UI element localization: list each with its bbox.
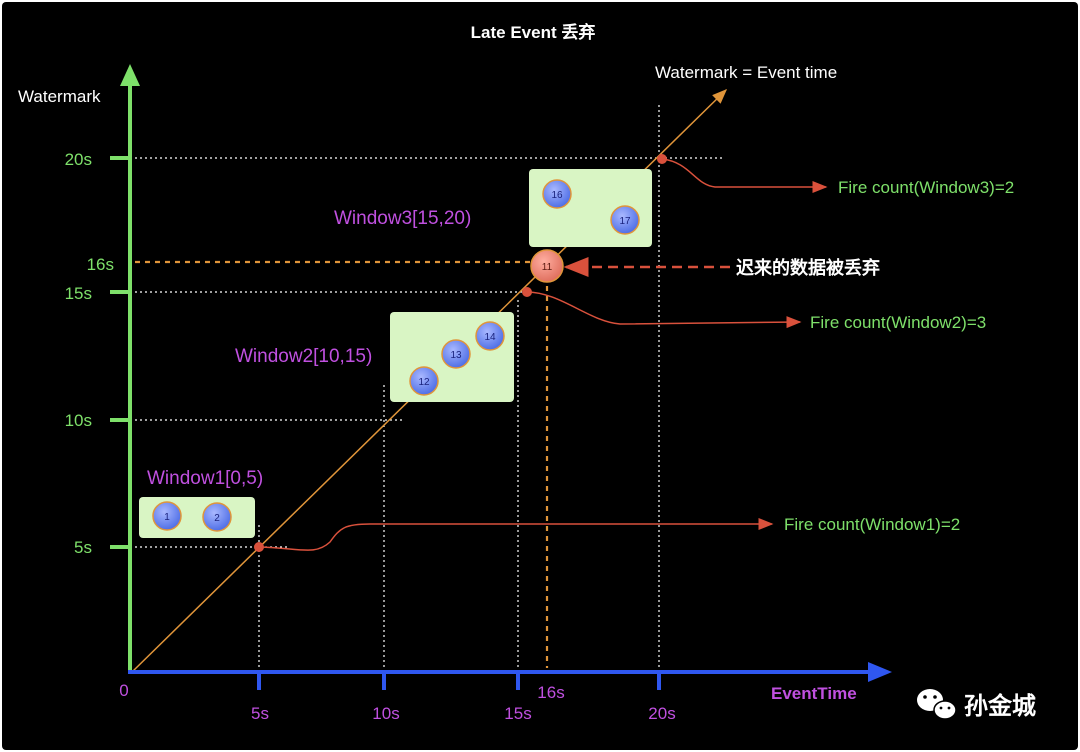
y-tick-label: 20s <box>65 150 92 169</box>
event-circle: 2 <box>202 502 232 532</box>
fire-label-window2: Fire count(Window2)=3 <box>810 313 986 332</box>
y-tick-label: 16s <box>87 255 114 274</box>
x-ticks <box>257 674 661 690</box>
x-tick-label: 16s <box>537 683 564 702</box>
late-event-note: 迟来的数据被丢弃 <box>736 257 880 278</box>
y-tick-label: 15s <box>65 284 92 303</box>
event-label: 12 <box>418 377 430 388</box>
guide-lines <box>135 105 722 668</box>
event-label: 1 <box>164 512 170 523</box>
x-tick-label: 20s <box>648 704 675 723</box>
y-tick-label: 5s <box>74 538 92 557</box>
event-circle: 14 <box>475 321 505 351</box>
x-tick-label: 15s <box>504 704 531 723</box>
x-axis-label: EventTime <box>771 684 857 703</box>
fire-label-window1: Fire count(Window1)=2 <box>784 515 960 534</box>
event-circle: 1 <box>152 501 182 531</box>
y-axis-label: Watermark <box>18 87 101 106</box>
event-circle: 13 <box>441 339 471 369</box>
window3-events: 16 17 <box>542 179 640 235</box>
late-event: 11 <box>530 249 564 283</box>
event-circle: 16 <box>542 179 572 209</box>
y-axis-arrowhead <box>120 64 140 86</box>
event-label: 16 <box>551 190 563 201</box>
fire-arrow-window1 <box>258 518 774 551</box>
fire-label-window3: Fire count(Window3)=2 <box>838 178 1014 197</box>
window1-events: 1 2 <box>152 501 232 532</box>
x-tick-label: 5s <box>251 704 269 723</box>
event-label: 2 <box>214 513 220 524</box>
window2-label: Window2[10,15) <box>235 346 372 367</box>
event-label: 13 <box>450 350 462 361</box>
diagonal-label: Watermark = Event time <box>655 63 837 82</box>
x-tick-label: 10s <box>372 704 399 723</box>
fire-arrow-window3 <box>661 158 828 193</box>
window3-label: Window3[15,20) <box>334 208 471 229</box>
diagram-title: Late Event 丢弃 <box>471 22 596 42</box>
event-label: 14 <box>484 332 496 343</box>
x-axis-arrowhead <box>868 662 892 682</box>
late-event-circle <box>530 249 564 283</box>
late-event-label: 11 <box>542 262 553 273</box>
event-circle: 12 <box>409 366 439 396</box>
window2-events: 12 13 14 <box>409 321 505 396</box>
window1-label: Window1[0,5) <box>147 468 263 489</box>
event-label: 17 <box>619 216 631 227</box>
origin-label: 0 <box>119 681 128 700</box>
fire-arrow-window2 <box>526 291 802 329</box>
brand-watermark: 孙金城 <box>964 692 1036 720</box>
y-ticks <box>110 156 128 549</box>
y-tick-label: 10s <box>65 411 92 430</box>
wechat-icon <box>917 689 957 720</box>
event-circle: 17 <box>610 205 640 235</box>
